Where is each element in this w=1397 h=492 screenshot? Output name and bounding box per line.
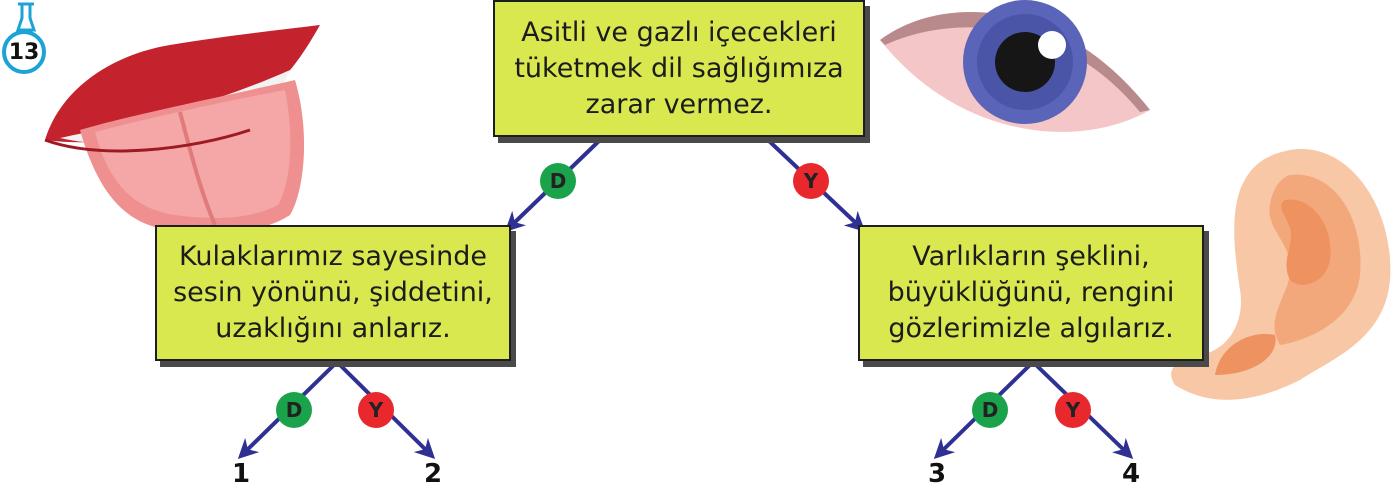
- left-line-2: sesin yönünü, şiddetini,: [173, 277, 493, 308]
- outcome-1: 1: [232, 459, 251, 489]
- right-statement-box: Varlıkların şeklini, büyüklüğünü, rengin…: [858, 225, 1204, 361]
- outcome-4: 4: [1122, 459, 1141, 489]
- outcome-2: 2: [424, 459, 443, 489]
- right-true-badge: D: [972, 392, 1008, 428]
- left-statement-box: Kulaklarımız sayesinde sesin yönünü, şid…: [155, 225, 511, 361]
- left-true-badge: D: [276, 392, 312, 428]
- right-line-2: büyüklüğünü, rengini: [887, 277, 1175, 308]
- root-line-1: Asitli ve gazlı içecekleri: [521, 16, 837, 48]
- left-line-1: Kulaklarımız sayesinde: [178, 241, 487, 272]
- root-statement-box: Asitli ve gazlı içecekleri tüketmek dil …: [493, 0, 865, 137]
- question-number: 13: [2, 30, 46, 74]
- root-line-2: tüketmek dil sağlığımıza: [514, 52, 844, 84]
- left-line-3: uzaklığını anlarız.: [215, 313, 451, 344]
- root-true-badge: D: [540, 163, 576, 199]
- ear-icon: [1171, 149, 1391, 400]
- root-line-3: zarar vermez.: [585, 88, 773, 120]
- outcome-3: 3: [928, 459, 947, 489]
- right-line-3: gözlerimizle algılarız.: [888, 313, 1174, 344]
- tongue-icon: [44, 25, 320, 233]
- flask-icon: [15, 2, 37, 32]
- eye-icon: [880, 0, 1150, 132]
- right-line-1: Varlıkların şeklini,: [912, 241, 1150, 272]
- right-false-badge: Y: [1055, 392, 1091, 428]
- left-false-badge: Y: [358, 392, 394, 428]
- root-false-badge: Y: [793, 163, 829, 199]
